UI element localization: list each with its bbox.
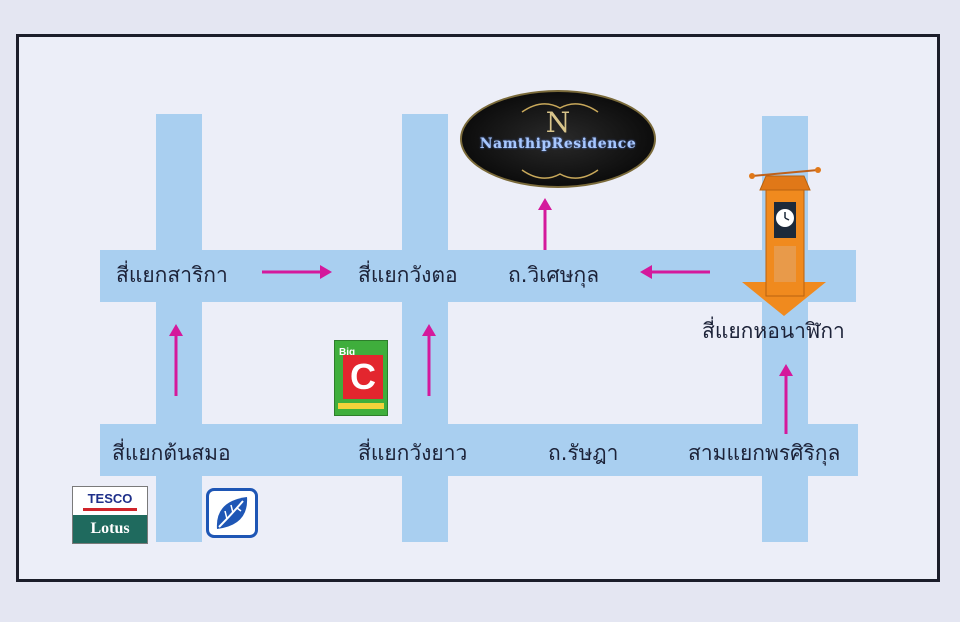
leaf-icon	[216, 497, 248, 529]
residence-monogram: N	[545, 106, 571, 139]
label-wangyao-intersection: สี่แยกวังยาว	[358, 441, 468, 465]
bigc-logo: Big C	[334, 340, 388, 416]
road-horizontal-top	[100, 250, 856, 302]
label-tonsamo-intersection: สี่แยกต้นสมอ	[112, 441, 231, 465]
road-horizontal-bottom	[100, 424, 858, 476]
residence-name: NamthipResidence	[479, 136, 637, 152]
lotus-text: Lotus	[73, 515, 147, 543]
arrow-up-icon	[169, 324, 183, 396]
bigc-top-text: Big	[339, 347, 356, 358]
label-wisetkul-road: ถ.วิเศษกุล	[508, 263, 600, 287]
label-sarika-intersection: สี่แยกสาริกา	[116, 263, 228, 287]
label-hornalika-intersection: สี่แยกหอนาฬิกา	[702, 319, 845, 343]
arrow-right-icon	[262, 265, 332, 279]
arrow-up-icon	[422, 324, 436, 396]
tesco-text: TESCO	[87, 491, 133, 506]
arrow-up-icon	[779, 364, 793, 434]
tesco-stripe	[83, 508, 137, 511]
label-wangtor-intersection: สี่แยกวังตอ	[358, 263, 458, 287]
arrow-up-icon	[538, 198, 552, 250]
bangchak-logo	[206, 488, 258, 538]
clock-tower-icon	[742, 167, 826, 316]
namthip-residence-logo: N NamthipResidence	[460, 90, 656, 188]
bigc-stripe	[338, 403, 384, 409]
label-ratsada-road: ถ.รัษฎา	[548, 441, 619, 465]
arrow-left-icon	[640, 265, 710, 279]
tesco-lotus-logo: TESCO Lotus	[72, 486, 148, 544]
label-sampornsirikul-junction: สามแยกพรศิริกุล	[688, 441, 841, 465]
bigc-letter: C	[343, 355, 383, 399]
